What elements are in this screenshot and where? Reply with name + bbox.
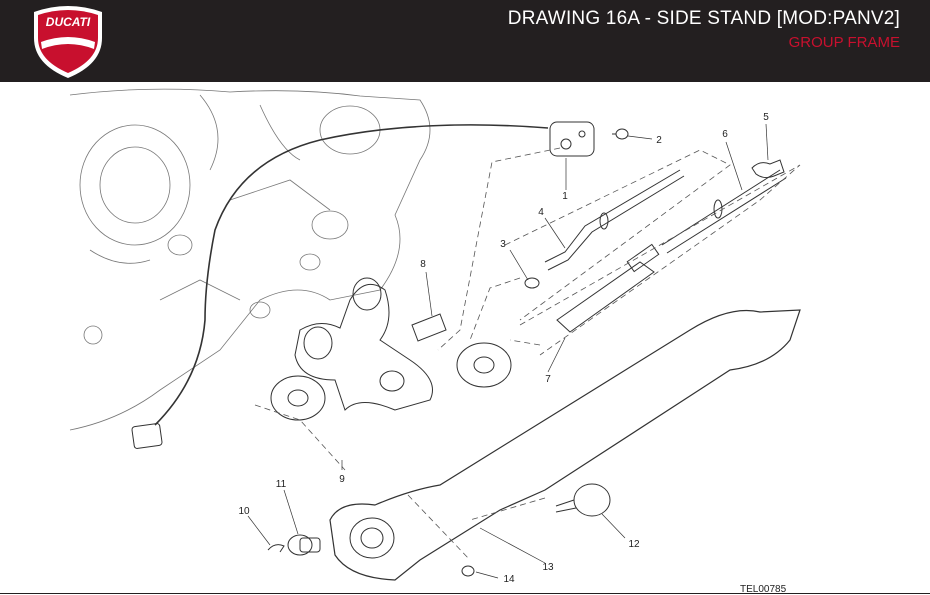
page-title: DRAWING 16A - SIDE STAND [MOD:PANV2]	[507, 8, 900, 29]
callout-5: 5	[763, 112, 769, 123]
ducati-logo: DUCATI	[34, 6, 102, 78]
callout-2: 2	[656, 135, 662, 146]
callout-8: 8	[420, 259, 426, 270]
callout-11: 11	[276, 479, 287, 490]
logo-wordmark: DUCATI	[46, 15, 91, 29]
callout-3: 3	[500, 239, 506, 250]
callout-numbers: 1 2 3 4 5 6 7 8 9 10 11 12 13 14	[238, 112, 769, 585]
callout-14: 14	[503, 574, 515, 585]
engine-outline	[69, 88, 431, 431]
exploded-parts-drawing: 1 2 3 4 5 6 7 8 9 10 11 12 13 14 TEL0078…	[69, 88, 801, 595]
callout-13: 13	[542, 562, 554, 573]
callout-4: 4	[538, 207, 544, 218]
callout-9: 9	[339, 474, 345, 485]
page-subtitle: GROUP FRAME	[788, 34, 900, 51]
callout-7: 7	[545, 374, 551, 385]
footer-rule	[0, 593, 930, 594]
drawing-code: TEL00785	[740, 584, 787, 595]
callout-1: 1	[562, 191, 568, 202]
page-header: DUCATI DRAWING 16A - SIDE STAND [MOD:PAN…	[0, 0, 930, 82]
callout-6: 6	[722, 129, 728, 140]
callout-12: 12	[628, 539, 640, 550]
callout-10: 10	[238, 506, 250, 517]
